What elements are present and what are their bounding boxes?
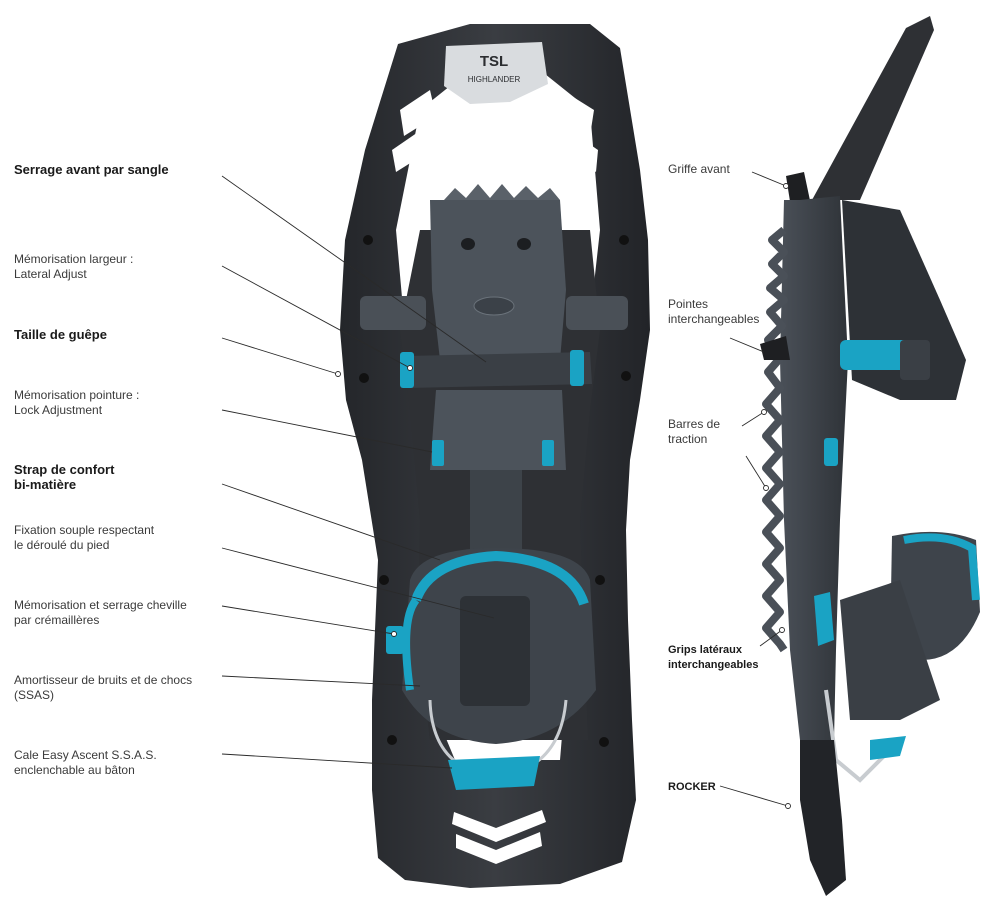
callout-lines xyxy=(221,171,791,809)
callout-line-memorisation-largeur xyxy=(221,265,411,369)
lock-right xyxy=(542,440,554,466)
buckle-right xyxy=(570,350,584,386)
label-memorisation-cheville: Mémorisation et serrage cheville par cré… xyxy=(14,598,187,627)
front-cutout-left xyxy=(400,90,436,136)
bolt xyxy=(599,737,609,747)
callout-line-barres-2 xyxy=(745,455,767,489)
callout-dot-rocker xyxy=(785,803,791,809)
traction-teeth xyxy=(762,226,788,653)
label-pointes: Pointes interchangeables xyxy=(668,297,760,326)
front-cutout-right-2 xyxy=(564,128,598,172)
label-memorisation-largeur: Mémorisation largeur : Lateral Adjust xyxy=(14,252,134,281)
callout-line-barres-1 xyxy=(741,411,765,427)
lateral-grip xyxy=(814,592,834,646)
badge-brand-text: TSL xyxy=(480,53,508,70)
heel-plate xyxy=(460,596,530,706)
callout-line-grips xyxy=(759,629,783,647)
binding-logo xyxy=(473,296,515,316)
tail-chevron-2 xyxy=(456,832,542,864)
heel-cup-accent xyxy=(903,533,980,601)
side-rail xyxy=(780,196,848,740)
binding-hole-2 xyxy=(517,238,531,250)
binding-side-buckle-2 xyxy=(900,340,930,380)
label-strap-confort: Strap de confort bi-matière xyxy=(14,462,115,492)
rocker-tail xyxy=(800,740,846,896)
tsl-badge xyxy=(444,42,548,104)
label-taille-guepe: Taille de guêpe xyxy=(14,327,107,342)
binding-hole-1 xyxy=(461,238,475,250)
callout-line-taille-guepe xyxy=(221,337,339,375)
label-amortisseur: Amortisseur de bruits et de chocs (SSAS) xyxy=(14,673,193,702)
binding-front xyxy=(430,200,566,360)
front-cutout-left-2 xyxy=(392,128,428,172)
bolt xyxy=(595,575,605,585)
label-rocker: ROCKER xyxy=(668,781,716,793)
callout-line-amortisseur xyxy=(221,675,421,687)
callout-line-fixation-souple xyxy=(221,547,495,619)
strap-front xyxy=(406,352,592,388)
ratchet-left xyxy=(386,626,404,654)
binding-mid xyxy=(430,390,566,470)
label-memorisation-pointure: Mémorisation pointure : Lock Adjustment xyxy=(14,388,140,417)
heel-wedge-side xyxy=(870,736,906,760)
front-spike xyxy=(760,336,790,360)
callout-dot-memorisation-cheville xyxy=(391,631,397,637)
callout-dot-barres-1 xyxy=(761,409,767,415)
bolt xyxy=(363,235,373,245)
front-tip xyxy=(812,16,934,200)
callout-dot-memorisation-largeur xyxy=(407,365,413,371)
callout-line-rocker xyxy=(719,785,789,807)
callout-line-cale-easy xyxy=(221,753,453,769)
bolt xyxy=(621,371,631,381)
callout-line-memorisation-pointure xyxy=(221,409,433,453)
easy-ascent-wedge xyxy=(448,756,540,790)
binding-teeth xyxy=(444,184,560,200)
bolt xyxy=(387,735,397,745)
label-barres-traction: Barres de traction xyxy=(668,417,721,446)
heel-strap xyxy=(411,550,589,606)
top-view-snowshoe xyxy=(340,24,650,888)
binding-side-lock xyxy=(824,438,838,466)
heel-strap-2 xyxy=(402,597,420,691)
callout-line-pointes xyxy=(729,337,765,353)
callout-line-strap-confort xyxy=(221,483,441,561)
callout-dot-grips xyxy=(779,627,785,633)
lateral-block-right xyxy=(566,296,628,330)
lock-left xyxy=(432,440,444,466)
callout-dot-taille-guepe xyxy=(335,371,341,377)
label-cale-easy: Cale Easy Ascent S.S.A.S. enclenchable a… xyxy=(14,748,157,777)
side-view-snowshoe xyxy=(760,16,980,896)
callout-dot-barres-2 xyxy=(763,485,769,491)
bolt xyxy=(359,373,369,383)
callout-line-memorisation-cheville xyxy=(221,605,395,635)
callout-dot-griffe-avant xyxy=(783,183,789,189)
label-griffe-avant: Griffe avant xyxy=(668,162,730,176)
bolt xyxy=(379,575,389,585)
bolt xyxy=(619,235,629,245)
heel-bracket xyxy=(840,580,940,720)
label-grips-lateraux: Grips latéraux interchangeables xyxy=(668,644,759,671)
buckle-left xyxy=(400,352,414,388)
badge-model-text: HIGHLANDER xyxy=(468,75,521,84)
heel-bail-side xyxy=(824,689,902,783)
label-fixation-souple: Fixation souple respectant le déroulé du… xyxy=(14,523,155,552)
lateral-block-left xyxy=(360,296,426,330)
label-serrage-avant: Serrage avant par sangle xyxy=(14,162,169,177)
callout-line-griffe-avant xyxy=(751,171,787,187)
callout-line-serrage-avant xyxy=(221,175,487,363)
tail-chevron-1 xyxy=(452,810,546,842)
front-cutout-right xyxy=(558,90,594,136)
